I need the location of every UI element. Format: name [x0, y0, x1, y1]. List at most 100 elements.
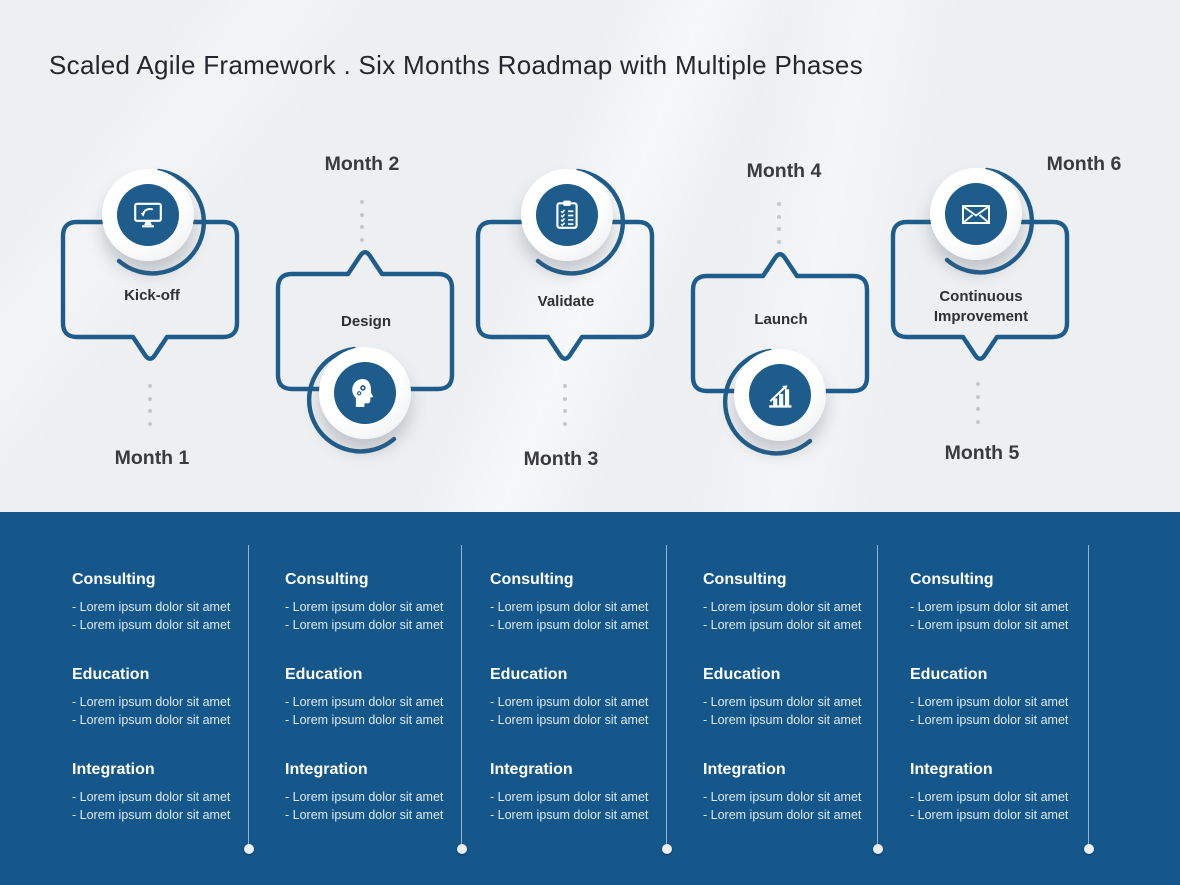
section-item: - Lorem ipsum dolor sit amet: [285, 617, 444, 632]
section-title: Education: [490, 666, 568, 683]
section-item: - Lorem ipsum dolor sit amet: [490, 807, 649, 822]
milestone-label: Launch: [754, 311, 808, 328]
phase-column-3: Consulting - Lorem ipsum dolor sit amet …: [490, 570, 666, 855]
section-item: - Lorem ipsum dolor sit amet: [703, 790, 862, 804]
icon-circle: [945, 183, 1007, 245]
phase-section: Consulting - Lorem ipsum dolor sit amet …: [72, 570, 248, 634]
phase-section: Integration - Lorem ipsum dolor sit amet…: [490, 760, 666, 824]
section-item: - Lorem ipsum dolor sit amet: [703, 600, 862, 614]
icon-circle: [117, 184, 179, 246]
section-item: - Lorem ipsum dolor sit amet: [285, 790, 444, 804]
milestone-label: Kick-off: [124, 287, 180, 304]
dotted-connector: [148, 384, 152, 426]
section-item: - Lorem ipsum dolor sit amet: [703, 712, 862, 727]
section-title: Integration: [703, 761, 786, 778]
section-title: Consulting: [72, 571, 156, 588]
month-label-1: Month 1: [114, 447, 190, 469]
section-item: - Lorem ipsum dolor sit amet: [910, 790, 1069, 804]
section-title: Consulting: [703, 571, 787, 588]
section-title: Integration: [910, 761, 993, 778]
milestone-icon-disc: [521, 169, 613, 261]
icon-circle: [334, 362, 396, 424]
phase-section: Integration - Lorem ipsum dolor sit amet…: [703, 760, 879, 824]
month-label-3: Month 3: [523, 448, 599, 470]
section-item: - Lorem ipsum dolor sit amet: [490, 617, 649, 632]
section-title: Integration: [285, 761, 368, 778]
milestone-icon-disc: [102, 169, 194, 261]
phases-panel: [0, 512, 1180, 885]
section-item: - Lorem ipsum dolor sit amet: [72, 695, 231, 709]
section-item: - Lorem ipsum dolor sit amet: [285, 712, 444, 727]
envelope-icon: [962, 204, 990, 224]
milestone-label: Design: [340, 313, 391, 330]
milestone-icon-disc: [734, 349, 826, 441]
column-divider: [661, 545, 672, 854]
head-gears-icon: [352, 379, 374, 407]
section-item: - Lorem ipsum dolor sit amet: [72, 790, 231, 804]
month-label-4: Month 4: [746, 160, 822, 182]
phase-section: Consulting - Lorem ipsum dolor sit amet …: [490, 570, 666, 634]
milestone-label: Validate: [537, 293, 595, 310]
section-item: - Lorem ipsum dolor sit amet: [910, 600, 1069, 614]
month-label-5: Month 5: [944, 442, 1020, 464]
icon-circle: [749, 364, 811, 426]
phase-section: Education - Lorem ipsum dolor sit amet -…: [910, 665, 1086, 729]
phase-section: Education - Lorem ipsum dolor sit amet -…: [72, 665, 248, 729]
bar-chart-growth-icon: [769, 385, 792, 408]
phase-section: Integration - Lorem ipsum dolor sit amet…: [910, 760, 1086, 824]
phase-column-1: Consulting - Lorem ipsum dolor sit amet …: [72, 570, 248, 855]
icon-circle: [536, 184, 598, 246]
milestone-label: Continuous Improvement: [933, 288, 1029, 325]
section-title: Integration: [490, 761, 573, 778]
section-item: - Lorem ipsum dolor sit amet: [72, 807, 231, 822]
section-title: Consulting: [285, 571, 369, 588]
month-label-6: Month 6: [1046, 153, 1122, 175]
clipboard-checklist-icon: [556, 200, 578, 229]
phase-section: Integration - Lorem ipsum dolor sit amet…: [285, 760, 461, 824]
column-divider: [1083, 545, 1094, 854]
section-title: Education: [72, 666, 150, 683]
section-item: - Lorem ipsum dolor sit amet: [490, 790, 649, 804]
phase-section: Consulting - Lorem ipsum dolor sit amet …: [285, 570, 461, 634]
presentation-monitor-icon: [134, 202, 162, 228]
phase-section: Education - Lorem ipsum dolor sit amet -…: [285, 665, 461, 729]
section-item: - Lorem ipsum dolor sit amet: [910, 617, 1069, 632]
month-label-2: Month 2: [324, 153, 400, 175]
section-item: - Lorem ipsum dolor sit amet: [703, 807, 862, 822]
section-item: - Lorem ipsum dolor sit amet: [72, 712, 231, 727]
dotted-connector: [777, 202, 781, 244]
section-item: - Lorem ipsum dolor sit amet: [703, 695, 862, 709]
dotted-connector: [360, 200, 364, 242]
milestone-icon-disc: [930, 168, 1022, 260]
section-title: Education: [285, 666, 363, 683]
section-title: Education: [703, 666, 781, 683]
section-item: - Lorem ipsum dolor sit amet: [490, 695, 649, 709]
phase-section: Consulting - Lorem ipsum dolor sit amet …: [703, 570, 879, 634]
section-title: Integration: [72, 761, 155, 778]
column-divider: [243, 545, 254, 854]
column-divider: [456, 545, 467, 854]
slide-title: Scaled Agile Framework . Six Months Road…: [49, 50, 863, 81]
section-item: - Lorem ipsum dolor sit amet: [285, 807, 444, 822]
section-title: Consulting: [490, 571, 574, 588]
milestone-icon-disc: [319, 347, 411, 439]
phase-section: Integration - Lorem ipsum dolor sit amet…: [72, 760, 248, 824]
section-title: Consulting: [910, 571, 994, 588]
column-divider: [872, 545, 883, 854]
section-item: - Lorem ipsum dolor sit amet: [490, 600, 649, 614]
section-item: - Lorem ipsum dolor sit amet: [910, 807, 1069, 822]
section-title: Education: [910, 666, 988, 683]
phase-column-5: Consulting - Lorem ipsum dolor sit amet …: [910, 570, 1086, 855]
section-item: - Lorem ipsum dolor sit amet: [910, 695, 1069, 709]
dotted-connector: [976, 382, 980, 424]
section-item: - Lorem ipsum dolor sit amet: [910, 712, 1069, 727]
section-item: - Lorem ipsum dolor sit amet: [703, 617, 862, 632]
phase-section: Education - Lorem ipsum dolor sit amet -…: [490, 665, 666, 729]
section-item: - Lorem ipsum dolor sit amet: [285, 695, 444, 709]
section-item: - Lorem ipsum dolor sit amet: [490, 712, 649, 727]
phase-column-4: Consulting - Lorem ipsum dolor sit amet …: [703, 570, 879, 855]
section-item: - Lorem ipsum dolor sit amet: [285, 600, 444, 614]
phase-section: Education - Lorem ipsum dolor sit amet -…: [703, 665, 879, 729]
